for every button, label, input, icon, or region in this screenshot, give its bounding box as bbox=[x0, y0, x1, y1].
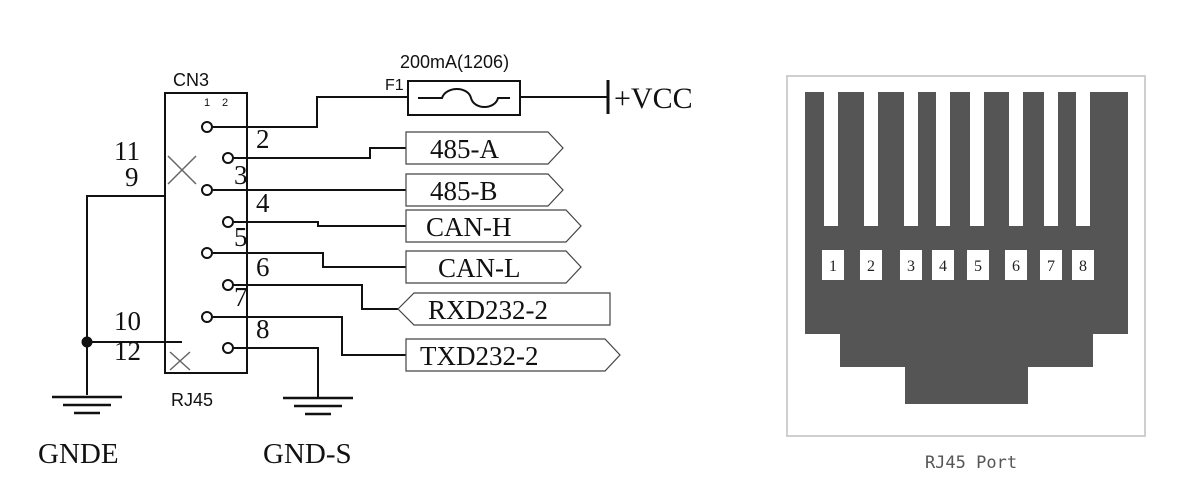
wire-pin8-gnds bbox=[234, 347, 319, 397]
contact-slot-6 bbox=[1009, 92, 1023, 226]
rj45-port-figure: 1 2 3 4 5 6 7 8 RJ45 Port bbox=[786, 75, 1146, 473]
contact-slot-3 bbox=[904, 92, 918, 226]
port-pin-7: 7 bbox=[1047, 258, 1055, 275]
contact-slot-7 bbox=[1044, 92, 1058, 226]
ground-gnds-icon bbox=[283, 396, 353, 416]
signal-label-txd: TXD232-2 bbox=[420, 341, 538, 371]
contact-slot-8 bbox=[1076, 92, 1090, 226]
port-pin-8: 8 bbox=[1079, 258, 1087, 275]
pin-header-2: 2 bbox=[222, 97, 228, 109]
port-pin-5: 5 bbox=[974, 258, 982, 275]
contact-slot-5 bbox=[970, 92, 984, 226]
pin-numbers: 1 2 3 4 5 6 7 8 bbox=[829, 258, 1087, 275]
pin-circle-4 bbox=[222, 216, 234, 228]
port-txd-shape bbox=[405, 338, 621, 372]
port-pin-1: 1 bbox=[829, 258, 837, 275]
pin-circle-10 bbox=[201, 311, 213, 323]
port-pin-3: 3 bbox=[907, 258, 915, 275]
wire-rxd bbox=[234, 284, 398, 310]
wire-txd bbox=[213, 316, 406, 356]
contact-slot-4 bbox=[936, 92, 950, 226]
pin-circle-6 bbox=[222, 279, 234, 291]
wire-pin9-gnde bbox=[86, 195, 165, 395]
port-canh-shape bbox=[405, 209, 582, 243]
port-rxd-shape bbox=[397, 292, 611, 326]
pin-label-10: 10 bbox=[114, 306, 141, 336]
pin-header-1: 1 bbox=[204, 97, 210, 109]
pin-label-5: 5 bbox=[234, 222, 248, 252]
connector-ref-label: CN3 bbox=[173, 70, 209, 90]
ground-gnde-icon bbox=[52, 395, 122, 415]
pin-circle-5 bbox=[201, 247, 213, 259]
pin-circle-2 bbox=[201, 121, 213, 133]
contact-slots bbox=[824, 92, 1090, 226]
port-caption: RJ45 Port bbox=[925, 453, 1017, 473]
pin-label-11: 11 bbox=[114, 136, 140, 166]
pin-label-9: 9 bbox=[125, 162, 139, 192]
signal-label-rxd: RXD232-2 bbox=[428, 295, 548, 325]
pin-label-7: 7 bbox=[234, 282, 248, 312]
fuse-ref-label: F1 bbox=[385, 77, 404, 94]
connector-body bbox=[164, 92, 248, 374]
pin-label-6: 6 bbox=[256, 252, 270, 282]
pin-number-boxes bbox=[822, 250, 1094, 280]
signal-label-canl: CAN-L bbox=[438, 253, 521, 283]
wire-canh bbox=[234, 221, 406, 227]
power-label: +VCC bbox=[614, 82, 693, 115]
schematic-labels: CN3 1 2 RJ45 200mA(1206) F1 +VCC 11 9 10… bbox=[38, 52, 693, 470]
pin-label-3: 3 bbox=[234, 160, 248, 190]
pin-circle-3 bbox=[222, 152, 234, 164]
port-485a-shape bbox=[405, 131, 564, 165]
schematic bbox=[52, 80, 621, 416]
wire-canl bbox=[213, 252, 406, 268]
fuse-element-icon bbox=[418, 88, 510, 108]
pin-label-12: 12 bbox=[114, 336, 141, 366]
fuse-value-label: 200mA(1206) bbox=[400, 52, 509, 72]
contact-slot-1 bbox=[824, 92, 838, 226]
pin-label-8: 8 bbox=[256, 314, 270, 344]
port-485b-shape bbox=[405, 173, 564, 207]
connector-footprint-label: RJ45 bbox=[171, 390, 213, 410]
nc-cross-11 bbox=[167, 155, 197, 185]
contact-slot-2 bbox=[864, 92, 878, 226]
nc-cross-12 bbox=[169, 351, 191, 371]
wire-pin2-fuse bbox=[213, 96, 408, 128]
pin-label-2: 2 bbox=[256, 124, 270, 154]
ground-label-gnde: GNDE bbox=[38, 438, 119, 470]
signal-label-485a: 485-A bbox=[430, 134, 499, 164]
port-pin-2: 2 bbox=[867, 258, 875, 275]
pin-circle-8 bbox=[222, 342, 234, 354]
port-pin-6: 6 bbox=[1012, 258, 1020, 275]
signal-label-canh: CAN-H bbox=[426, 212, 512, 242]
junction-dot bbox=[81, 336, 93, 348]
ground-label-gnds: GND-S bbox=[263, 438, 352, 470]
pin-label-4: 4 bbox=[256, 188, 270, 218]
wire-485a bbox=[234, 147, 406, 159]
signal-label-485b: 485-B bbox=[430, 176, 498, 206]
pin-circle-9 bbox=[201, 184, 213, 196]
port-pin-4: 4 bbox=[939, 258, 947, 275]
port-canl-shape bbox=[405, 250, 582, 284]
